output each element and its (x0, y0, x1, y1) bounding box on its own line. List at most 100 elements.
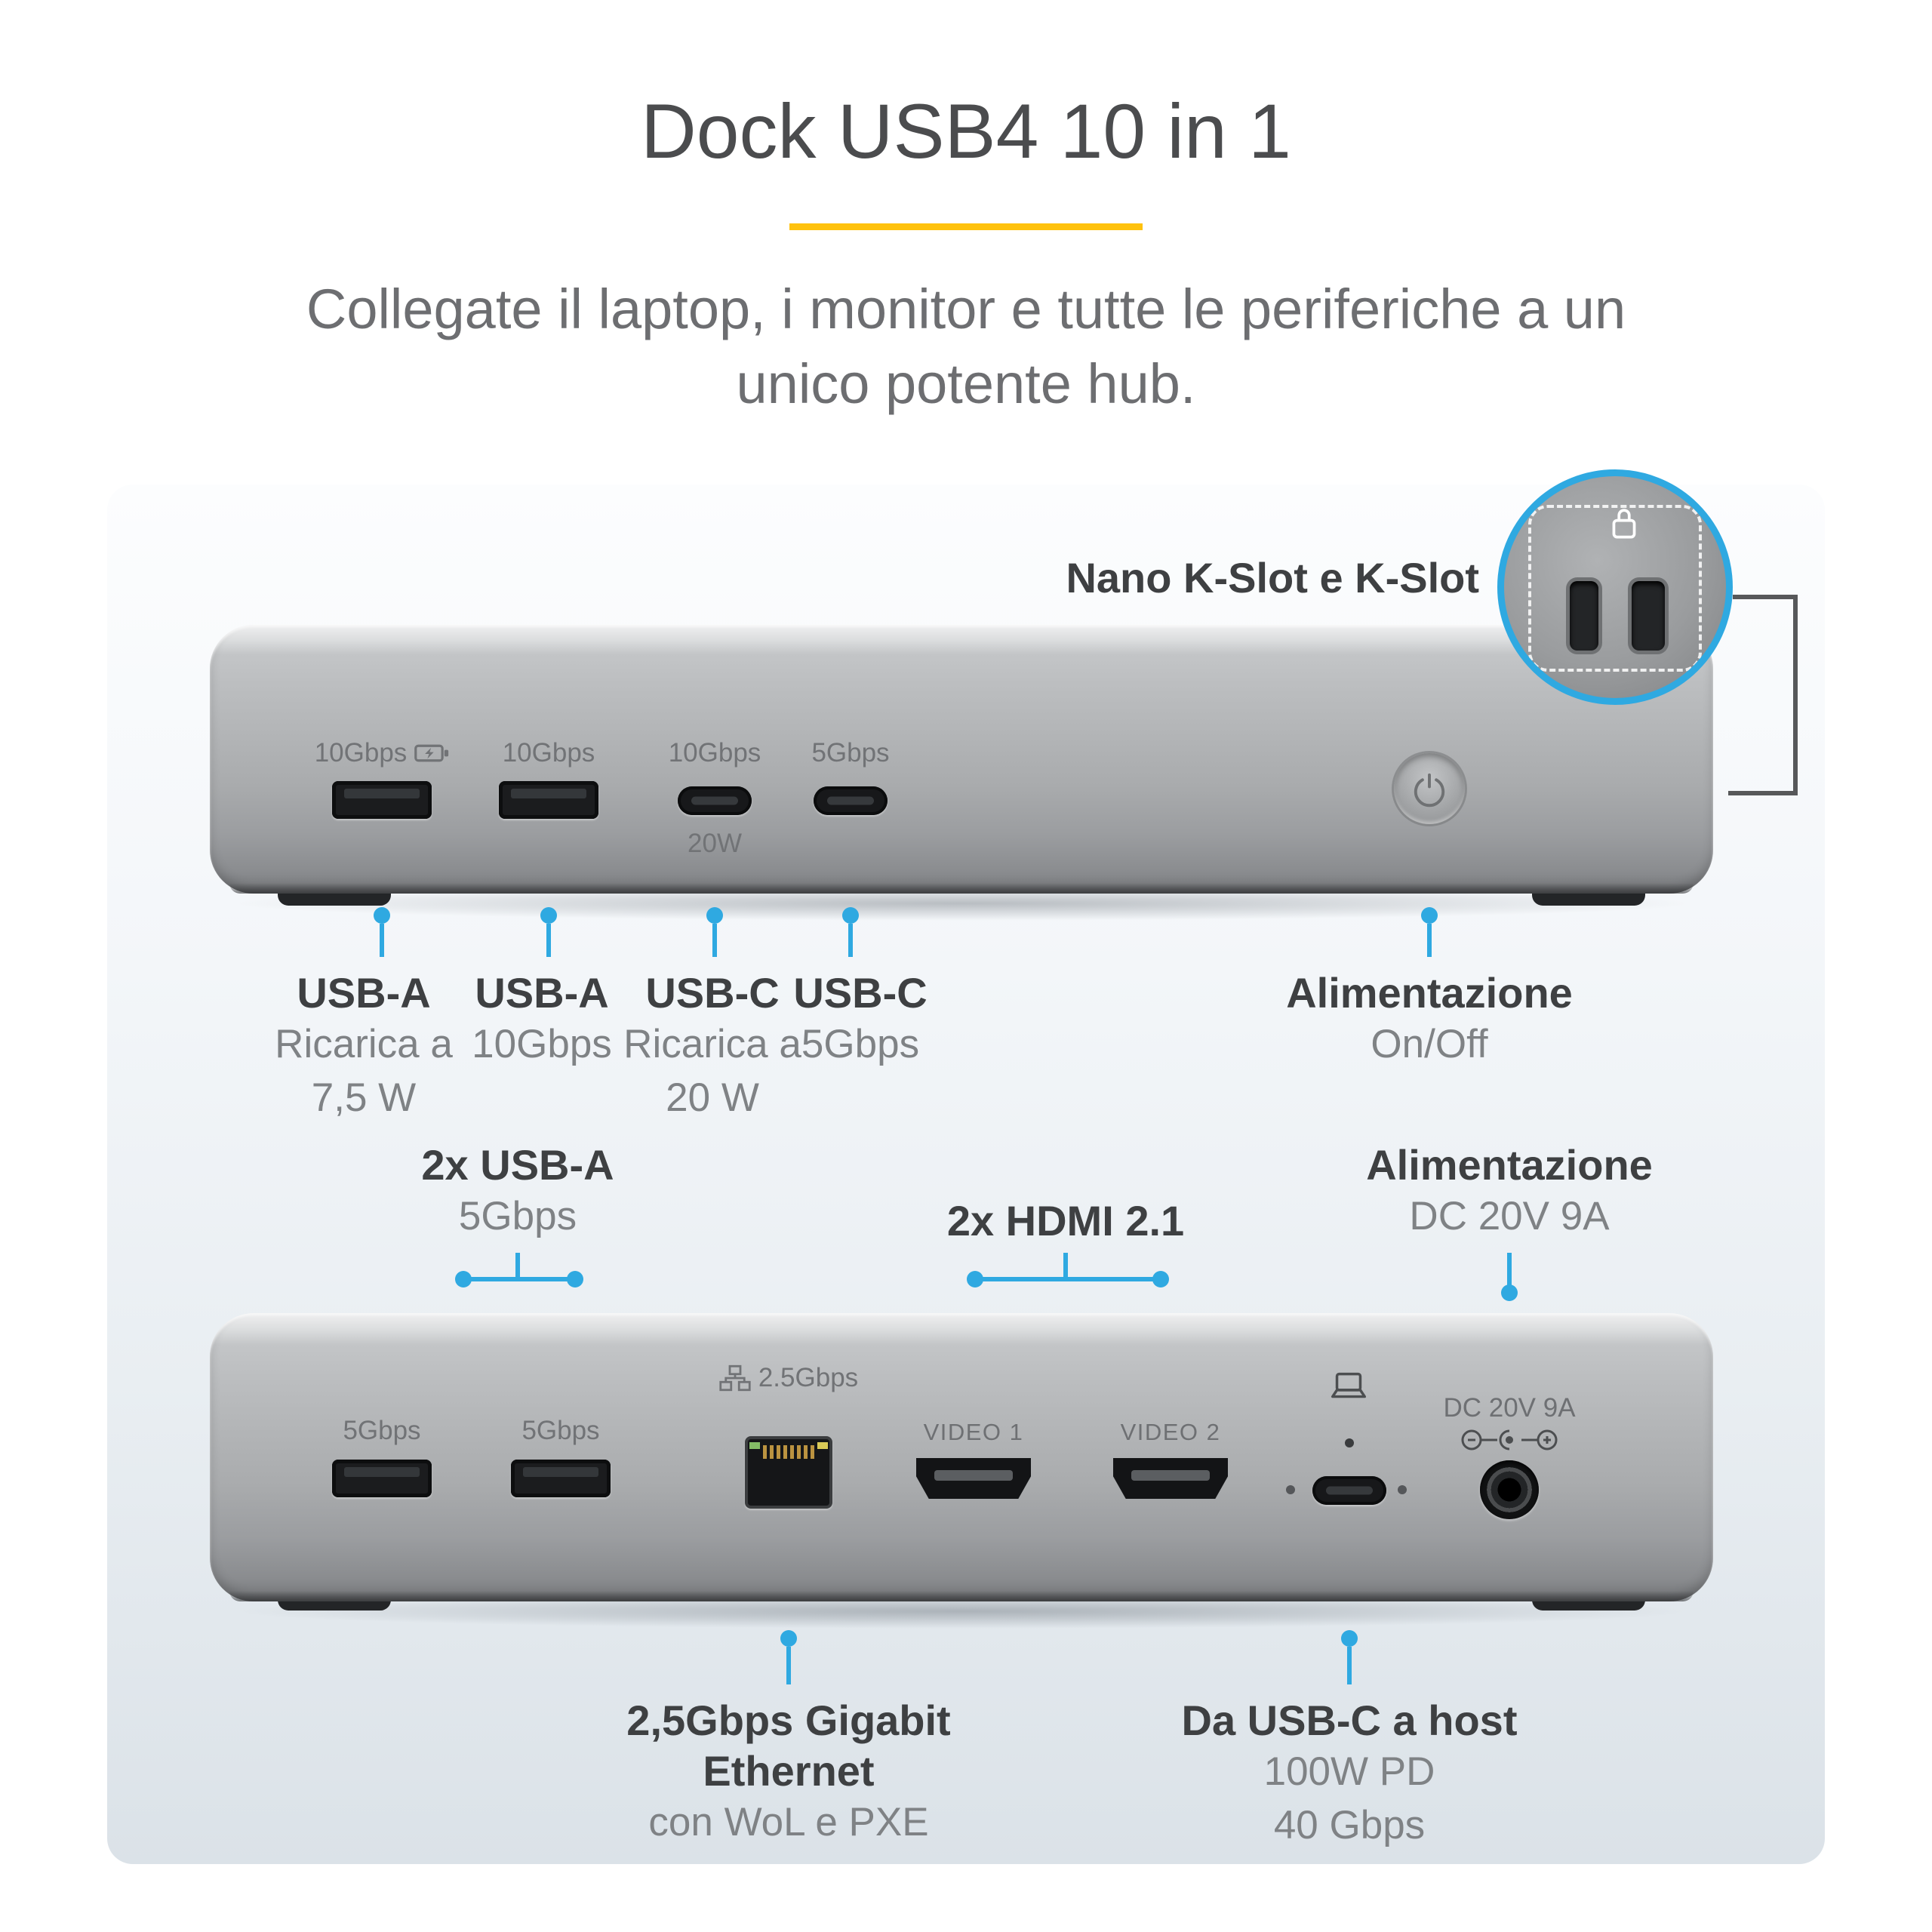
callout-bar (463, 1277, 575, 1281)
ethernet-speed: 2.5Gbps (758, 1363, 859, 1392)
usba-port (499, 781, 598, 819)
screw-dot (1398, 1485, 1407, 1494)
front-usbc2-label: 5Gbps (790, 738, 911, 768)
title-underline (789, 223, 1143, 230)
callout-line (380, 924, 384, 957)
kslot-zoom-inset (1497, 469, 1733, 705)
dock-front-view (210, 625, 1713, 894)
front-usbc1-watts: 20W (688, 829, 742, 858)
callout-title: Da USB-C a host (1181, 1697, 1518, 1744)
kslot-dashed-outline (1528, 505, 1702, 672)
front-usbc2-speed: 5Gbps (811, 738, 890, 768)
dock-back-view (210, 1313, 1713, 1601)
callout-line (1347, 1647, 1352, 1684)
usbc-port (678, 786, 752, 815)
hdmi-port-1 (916, 1458, 1031, 1499)
callout-line (848, 924, 853, 957)
front-usba2-label: 10Gbps (488, 738, 609, 768)
power-button (1394, 753, 1465, 824)
nano-kslot-opening (1570, 581, 1598, 651)
callout-title: USB-C (645, 969, 780, 1017)
front-usbc1-power-label: 20W (654, 829, 775, 859)
callout-sub: Ricarica a (275, 1022, 453, 1067)
callout-line (1063, 1253, 1068, 1278)
callout-line (712, 924, 717, 957)
callout-sub: 20 W (666, 1075, 759, 1120)
callout-2x-usba: 2x USB-A 5Gbps (367, 1140, 669, 1244)
lock-icon (1612, 509, 1636, 539)
callout-2x-hdmi: 2x HDMI 2.1 (915, 1195, 1217, 1246)
back-usba1-label: 5Gbps (321, 1416, 442, 1446)
subtitle: Collegate il laptop, i monitor e tutte l… (0, 272, 1932, 421)
callout-sub: 100W PD (1263, 1749, 1435, 1795)
ethernet-led-green (749, 1442, 760, 1449)
callout-sub: Ricarica a (623, 1022, 801, 1067)
subtitle-line-1: Collegate il laptop, i monitor e tutte l… (306, 278, 1626, 340)
callout-dot (780, 1630, 797, 1647)
usba-port (332, 781, 432, 819)
dc-power-jack (1480, 1460, 1539, 1519)
video2-label: VIDEO 2 (1110, 1419, 1231, 1446)
callout-line (546, 924, 551, 957)
usba-port (332, 1460, 432, 1497)
usbc-host-port (1312, 1476, 1386, 1505)
hdmi-port-2 (1113, 1458, 1228, 1499)
callout-sub: 10Gbps (472, 1022, 612, 1067)
front-usbc1-speed: 10Gbps (668, 738, 761, 768)
callout-usba-10g: USB-A 10Gbps (391, 968, 693, 1072)
video1-label: VIDEO 1 (913, 1419, 1034, 1446)
callout-sub: 5Gbps (801, 1022, 920, 1067)
callout-line (1507, 1253, 1512, 1287)
callout-dot (1152, 1271, 1169, 1287)
callout-dot (455, 1271, 472, 1287)
callout-title: USB-C (793, 969, 928, 1017)
callout-dot (967, 1271, 983, 1287)
dc-polarity-icon (1461, 1429, 1558, 1451)
usbc-port (814, 786, 888, 815)
video1-text: VIDEO 1 (923, 1419, 1024, 1445)
video2-text: VIDEO 2 (1120, 1419, 1221, 1445)
callout-dot (1341, 1630, 1358, 1647)
callout-title: Alimentazione (1286, 969, 1573, 1017)
callout-sub: con WoL e PXE (648, 1800, 929, 1845)
callout-sub: 40 Gbps (1273, 1802, 1426, 1847)
kslot-bracket-vertical (1793, 595, 1798, 795)
callout-sub: On/Off (1371, 1022, 1488, 1067)
callout-ethernet: 2,5Gbps Gigabit Ethernet con WoL e PXE (562, 1695, 1015, 1850)
callout-power-dc: Alimentazione DC 20V 9A (1321, 1140, 1698, 1244)
callout-dot (1501, 1284, 1518, 1301)
callout-title: 2x USB-A (421, 1141, 614, 1189)
callout-dot (1421, 907, 1438, 924)
callout-usbc-charge: USB-C Ricarica a 20 W (561, 968, 863, 1124)
dc-input-text: DC 20V 9A (1443, 1393, 1576, 1423)
battery-charge-icon (414, 744, 449, 762)
kslot-bracket-bottom (1728, 791, 1798, 795)
callout-sub: 7,5 W (311, 1075, 417, 1120)
callout-line (1427, 924, 1432, 957)
front-usba1-speed: 10Gbps (314, 738, 408, 768)
kslot-opening (1632, 581, 1665, 651)
front-usba1-label: 10Gbps (291, 738, 472, 768)
callout-title: 2,5Gbps Gigabit Ethernet (626, 1697, 951, 1795)
callout-line (786, 1647, 791, 1684)
page-title: Dock USB4 10 in 1 (641, 88, 1291, 174)
callout-power-onoff: Alimentazione On/Off (1241, 968, 1618, 1072)
callout-dot (567, 1271, 583, 1287)
front-usbc1-label: 10Gbps (654, 738, 775, 768)
back-usba2-label: 5Gbps (500, 1416, 621, 1446)
back-usba2-speed: 5Gbps (521, 1416, 600, 1445)
ethernet-port (745, 1436, 832, 1509)
callout-usba-charge: USB-A Ricarica a 7,5 W (213, 968, 515, 1124)
front-usba2-speed: 10Gbps (502, 738, 595, 768)
subtitle-line-2: unico potente hub. (736, 352, 1196, 416)
kslot-label: Nano K-Slot e K-Slot (1066, 554, 1479, 601)
usba-port (511, 1460, 611, 1497)
kslot-bracket-top (1733, 595, 1798, 599)
network-icon (719, 1364, 751, 1392)
callout-title: Alimentazione (1366, 1141, 1653, 1189)
callout-bar (975, 1277, 1161, 1281)
callout-dot (540, 907, 557, 924)
power-icon (1414, 773, 1445, 808)
dc-input-label: DC 20V 9A (1396, 1393, 1623, 1423)
laptop-host-icon (1331, 1372, 1367, 1398)
